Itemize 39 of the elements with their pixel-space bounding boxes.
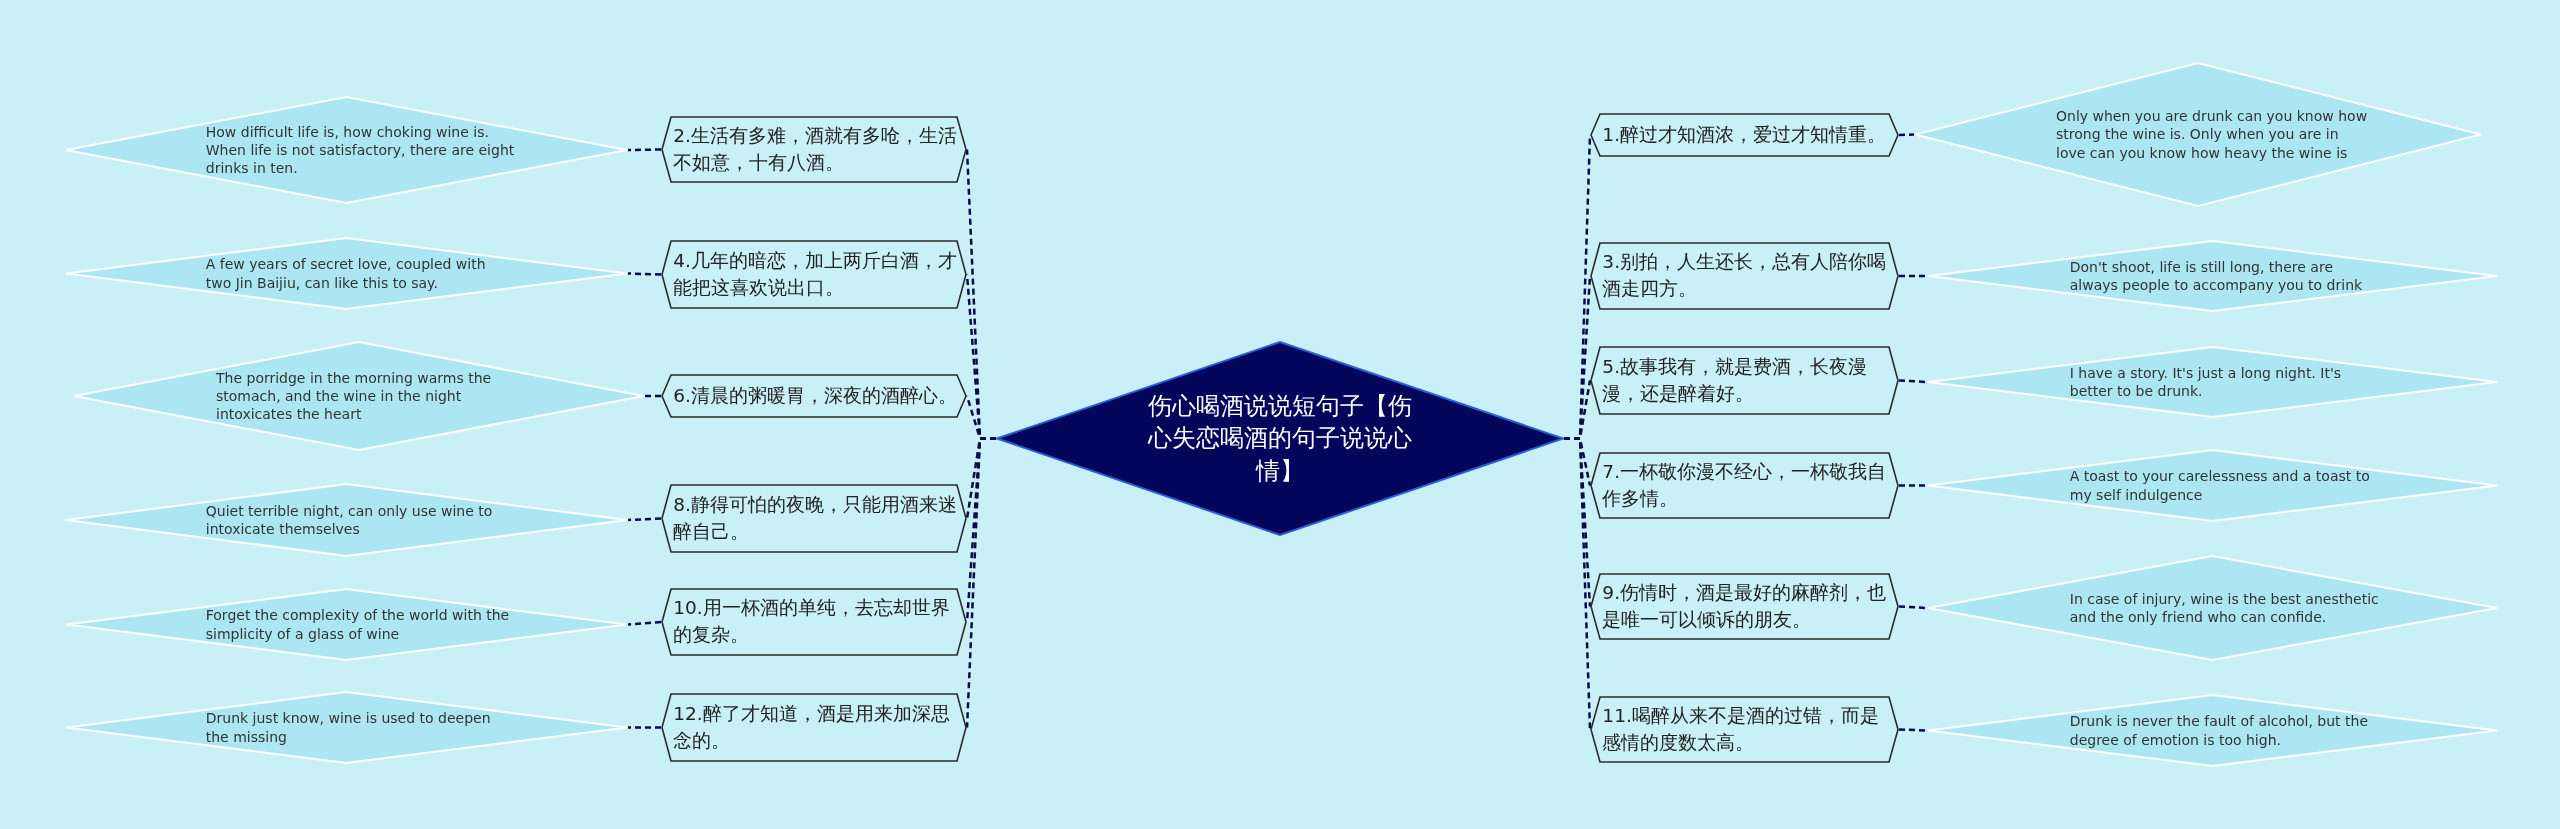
translation-diamond: Only when you are drunk can you know how strong the wine is. Only when you are in love can you know how heavy the wine is xyxy=(1914,62,2482,207)
translation-diamond: A toast to your carelessness and a toast to my self indulgence xyxy=(1927,449,2498,522)
topic-hexagon: 5.故事我有，就是费酒，长夜漫漫，还是醉着好。 xyxy=(1590,346,1899,415)
translation-diamond: Drunk is never the fault of alcohol, but the degree of emotion is too high. xyxy=(1927,694,2498,767)
connector-line xyxy=(1899,274,1927,278)
translation-diamond: Quiet terrible night, can only use wine to intoxicate themselves xyxy=(65,483,628,557)
translation-diamond: Drunk just know, wine is used to deepen the missing xyxy=(65,691,628,764)
connector-line xyxy=(628,726,661,729)
topic-hexagon: 1.醉过才知酒浓，爱过才知情重。 xyxy=(1590,113,1899,157)
connector-line xyxy=(1898,605,1928,610)
topic-hexagon: 3.别拍，人生还长，总有人陪你喝酒走四方。 xyxy=(1590,242,1899,310)
translation-diamond: The porridge in the morning warms the stomach, and the wine in the night intoxicates the heart xyxy=(73,341,645,451)
translation-diamond: A few years of secret love, coupled with two Jin Baijiu, can like this to say. xyxy=(65,237,628,310)
connector-line xyxy=(627,272,662,276)
connector-line xyxy=(1898,379,1928,384)
translation-diamond: Forget the complexity of the world with the simplicity of a glass of wine xyxy=(65,588,628,661)
topic-hexagon: 6.清晨的粥暖胃，深夜的酒醉心。 xyxy=(661,374,967,418)
connector-line xyxy=(1564,437,1592,730)
connector-line xyxy=(1898,728,1928,732)
connector-line xyxy=(965,437,996,728)
connector-line xyxy=(1898,133,1915,137)
topic-hexagon: 4.几年的暗恋，加上两斤白酒，才能把这喜欢说出口。 xyxy=(661,240,967,309)
translation-diamond: How difficult life is, how choking wine is. When life is not satisfactory, there are eight drinks in ten. xyxy=(65,96,628,204)
connector-line xyxy=(627,620,662,626)
topic-hexagon: 11.喝醉从来不是酒的过错，而是感情的度数太高。 xyxy=(1590,696,1899,763)
connector-line xyxy=(645,394,661,398)
topic-hexagon: 2.生活有多难，酒就有多呛，生活不如意，十有八酒。 xyxy=(661,116,967,183)
topic-hexagon: 12.醉了才知道，酒是用来加深思念的。 xyxy=(661,693,967,762)
translation-diamond: I have a story. It's just a long night. It's better to be drunk. xyxy=(1927,346,2498,418)
translation-diamond: Don't shoot, life is still long, there are always people to accompany you to drink xyxy=(1927,240,2498,312)
translation-diamond: In case of injury, wine is the best anesthetic and the only friend who can confide. xyxy=(1927,555,2498,661)
central-topic-diamond: 伤心喝酒说说短句子【伤心失恋喝酒的句子说说心情】 xyxy=(996,341,1564,536)
topic-hexagon: 7.一杯敬你漫不经心，一杯敬我自作多情。 xyxy=(1590,452,1899,519)
connector-line xyxy=(1899,484,1927,487)
topic-hexagon: 8.静得可怕的夜晚，只能用酒来迷醉自己。 xyxy=(661,484,967,553)
topic-hexagon: 9.伤情时，酒是最好的麻醉剂，也是唯一可以倾诉的朋友。 xyxy=(1590,573,1899,640)
connector-line xyxy=(628,148,661,152)
topic-hexagon: 10.用一杯酒的单纯，去忘却世界的复杂。 xyxy=(661,588,967,656)
connector-line xyxy=(627,517,662,522)
